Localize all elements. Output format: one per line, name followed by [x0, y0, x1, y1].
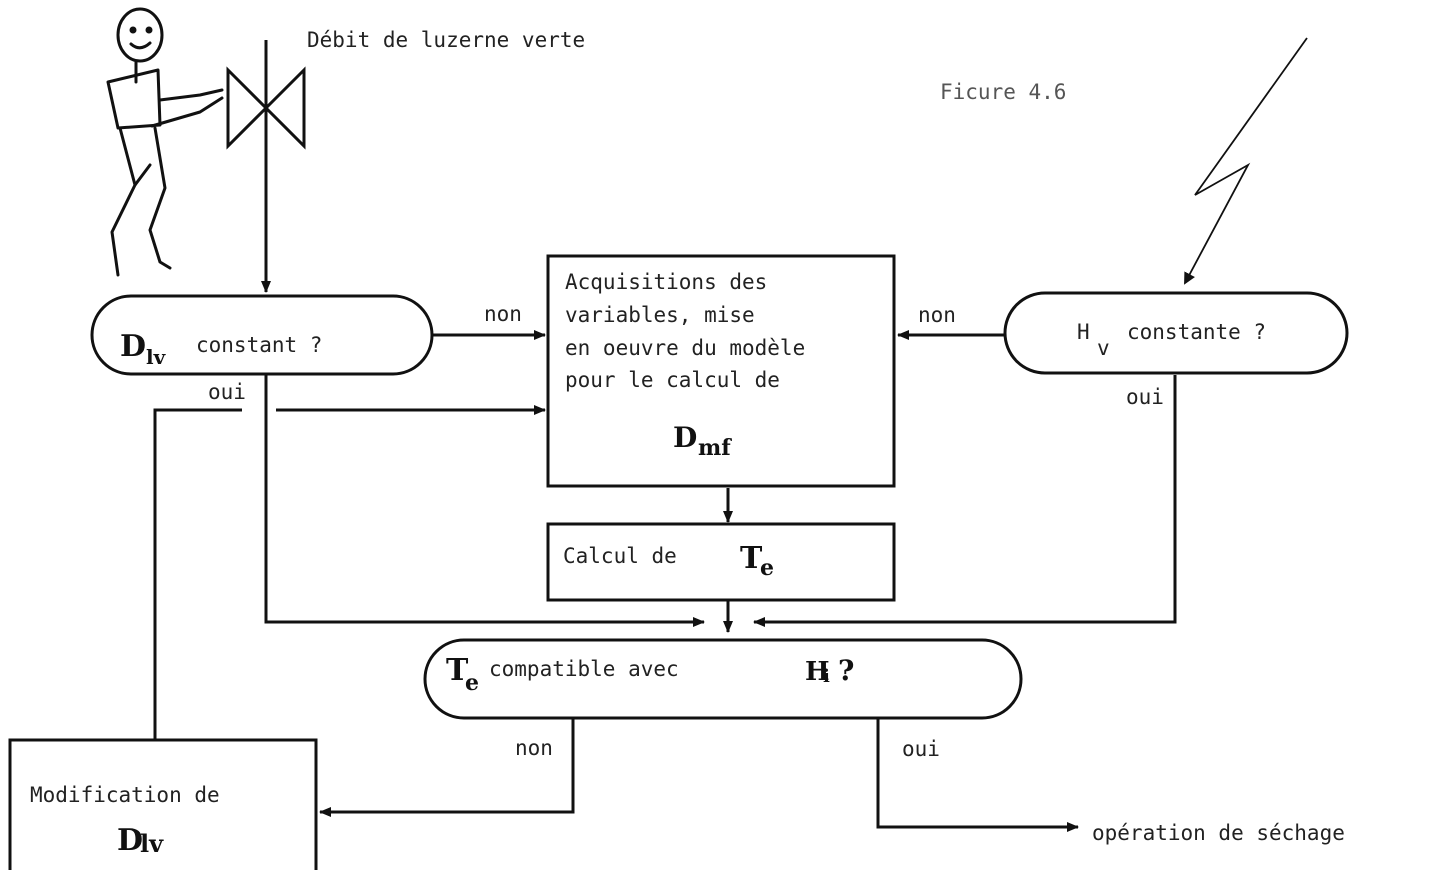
top-label: Débit de luzerne verte [307, 28, 585, 52]
output-label: opération de séchage [1092, 821, 1345, 845]
dlv-constant-text: constant ? [196, 333, 322, 357]
hv-constante-text: constante ? [1127, 320, 1266, 344]
edge-te-oui [878, 718, 1078, 827]
te-compatible-node: T e compatible avec H i ? [425, 640, 1021, 718]
dlv-oui-label: oui [208, 380, 246, 404]
dmf-subscript: mf [698, 435, 732, 461]
acquisition-line-1: Acquisitions des [565, 270, 767, 294]
hv-constante-node: H v constante ? [1005, 293, 1347, 373]
modification-text: Modification de [30, 783, 220, 807]
calcul-te-subscript: e [760, 555, 774, 581]
modification-node: Modification de D lv [10, 740, 316, 870]
te-compatible-text: compatible avec [489, 657, 679, 681]
lightning-icon [1185, 38, 1307, 283]
dlv-constant-node: D lv constant ? [92, 296, 432, 374]
figure-label: Ficure 4.6 [940, 80, 1066, 104]
calcul-te-text: Calcul de [563, 544, 677, 568]
hv-non-label: non [918, 303, 956, 327]
calcul-te-node: Calcul de T e [548, 524, 894, 600]
dmf-symbol: D [673, 421, 697, 454]
dlv-non-label: non [484, 302, 522, 326]
hv-symbol: H [1077, 320, 1090, 344]
acquisition-node: Acquisitions des variables, mise en oeuv… [548, 256, 894, 486]
te-non-label: non [515, 736, 553, 760]
modification-subscript: lv [140, 829, 164, 858]
hi-question: ? [838, 654, 854, 687]
dlv-subscript: lv [146, 345, 167, 369]
operator-figure-icon [108, 9, 222, 275]
acquisition-line-2: variables, mise [565, 303, 755, 327]
hv-oui-label: oui [1126, 385, 1164, 409]
te-subscript: e [465, 670, 479, 696]
acquisition-line-4: pour le calcul de [565, 368, 780, 392]
te-oui-label: oui [902, 737, 940, 761]
hi-subscript: i [823, 666, 830, 687]
edge-loop-return [155, 410, 242, 740]
acquisition-line-3: en oeuvre du modèle [565, 336, 805, 360]
hv-subscript: v [1097, 336, 1110, 360]
edge-te-non [320, 718, 573, 812]
dlv-symbol: D [120, 329, 146, 364]
